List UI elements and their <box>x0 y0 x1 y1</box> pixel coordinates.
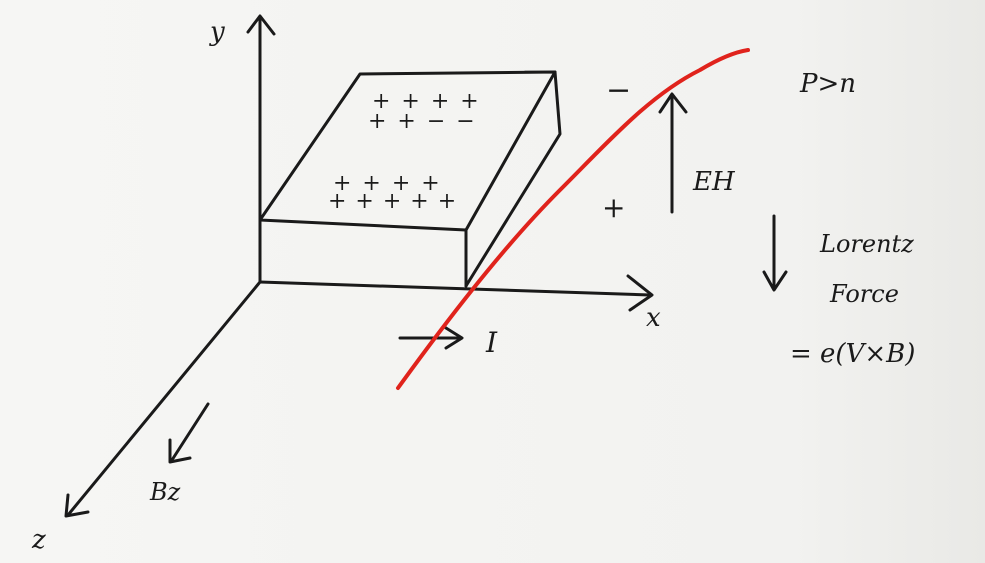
z-axis-label: z <box>31 525 46 555</box>
charge-row-top-2: + + − − <box>368 109 477 134</box>
x-axis-arrowhead <box>626 274 654 312</box>
carrier-condition-label: P>n <box>799 69 856 99</box>
hall-field-label: EH <box>692 167 736 197</box>
red-annotation-stroke <box>396 48 750 390</box>
y-axis-arrowhead <box>246 14 276 36</box>
negative-side-label: − <box>606 73 631 108</box>
magnetic-field-arrowhead <box>168 438 192 464</box>
slab-right-face <box>464 70 562 288</box>
z-axis <box>66 280 262 517</box>
charge-row-top-1: + + + + <box>372 89 481 114</box>
lorentz-label-line3: = e(V×B) <box>790 339 915 369</box>
positive-side-label: + <box>602 191 625 224</box>
current-arrowhead <box>444 326 464 350</box>
hall-field-arrowhead <box>658 92 688 114</box>
magnetic-field-label: Bz <box>149 478 181 506</box>
current-label: I <box>485 326 498 359</box>
z-axis-arrowhead <box>64 493 90 518</box>
charge-row-bottom-2: + + + + + <box>328 189 457 214</box>
charge-row-bottom-1: + + + + <box>333 171 442 196</box>
x-axis <box>258 280 652 297</box>
lorentz-label-line1: Lorentz <box>819 230 914 258</box>
magnetic-field-arrow <box>170 402 210 462</box>
y-axis-label: y <box>209 17 225 47</box>
lorentz-label-line2: Force <box>829 280 899 308</box>
lorentz-force-arrowhead <box>762 270 788 292</box>
x-axis-label: x <box>646 303 661 333</box>
